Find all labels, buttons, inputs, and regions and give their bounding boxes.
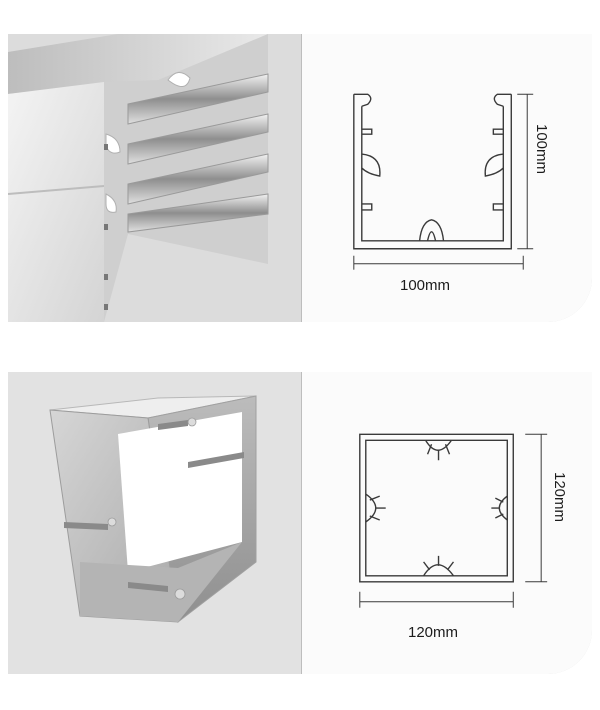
profile-drawing-100: 100mm 100mm [301,34,592,322]
width-dimension-label: 120mm [408,624,459,641]
profile-cross-section-120 [359,433,548,608]
profile-cross-section-100 [353,93,534,270]
height-dimension-label: 100mm [533,124,550,175]
profile-panel-120: 120mm 120mm [8,372,592,674]
profile-photo-100 [8,34,301,322]
profile-panel-100: 100mm 100mm [8,34,592,322]
profile-drawing-120: 120mm 120mm [301,372,592,674]
profile-photo-120 [8,372,301,674]
width-dimension-label: 100mm [400,277,451,294]
aluminium-profile-image [8,34,301,322]
height-dimension-label: 120mm [551,472,568,523]
aluminium-square-profile-image [8,372,301,674]
